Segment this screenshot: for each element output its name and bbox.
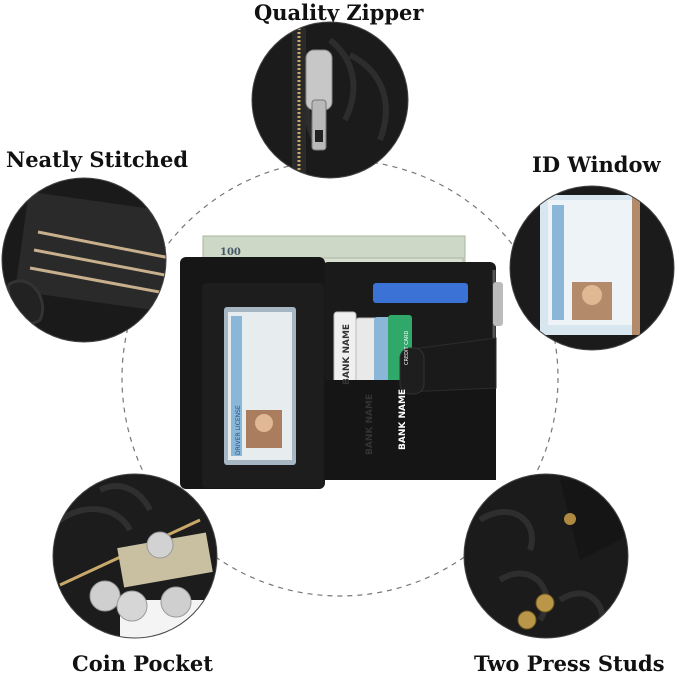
id-window-closeup xyxy=(510,186,674,350)
quality-zipper-label: Quality Zipper xyxy=(254,0,424,25)
coin-pocket-label: Coin Pocket xyxy=(72,651,213,676)
credit-card-label: CREDIT CARD xyxy=(404,331,410,365)
bank-name-card-3: BANK NAME xyxy=(398,389,408,450)
zipper-closeup xyxy=(252,22,408,178)
license-header: DRIVER LICENSE xyxy=(235,405,242,455)
dashed-guide-ring xyxy=(121,159,559,597)
id-window-label: ID Window xyxy=(532,152,661,177)
two-press-studs-label: Two Press Studs xyxy=(474,651,665,676)
banknote-denomination: 100 xyxy=(220,247,241,258)
bank-name-card-1: BANK NAME xyxy=(342,324,352,385)
neatly-stitched-label: Neatly Stitched xyxy=(6,147,188,172)
bank-name-card-2: BANK NAME xyxy=(365,394,375,455)
coin-pocket-closeup xyxy=(53,474,217,638)
press-studs-closeup xyxy=(464,474,628,638)
stitching-closeup xyxy=(2,178,166,342)
wallet-center xyxy=(180,235,503,489)
